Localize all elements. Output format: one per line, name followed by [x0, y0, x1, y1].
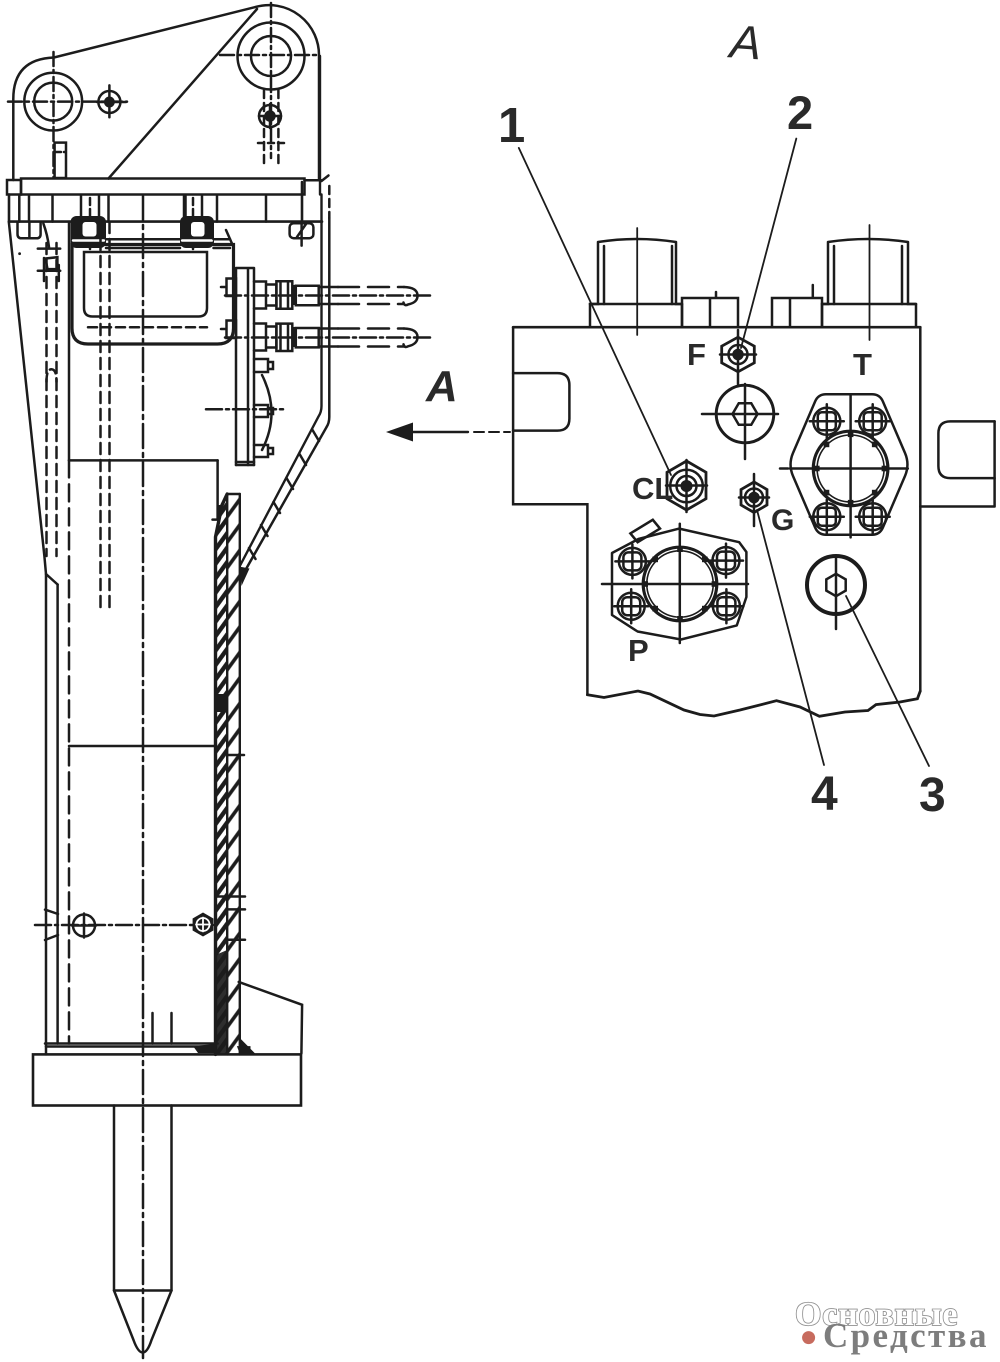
svg-text:F: F: [687, 337, 706, 372]
svg-text:G: G: [771, 504, 794, 537]
svg-text:A: A: [425, 362, 458, 411]
svg-text:Основные: Основные: [795, 1296, 958, 1333]
svg-text:Средства: Средства: [823, 1316, 989, 1355]
svg-text:1: 1: [498, 99, 525, 153]
svg-text:T: T: [853, 347, 872, 382]
svg-text:4: 4: [811, 768, 838, 821]
svg-text:CL: CL: [632, 471, 673, 506]
svg-text:A: A: [725, 14, 763, 69]
svg-text:3: 3: [919, 769, 946, 822]
svg-text:2: 2: [787, 86, 813, 139]
svg-text:P: P: [628, 633, 649, 668]
